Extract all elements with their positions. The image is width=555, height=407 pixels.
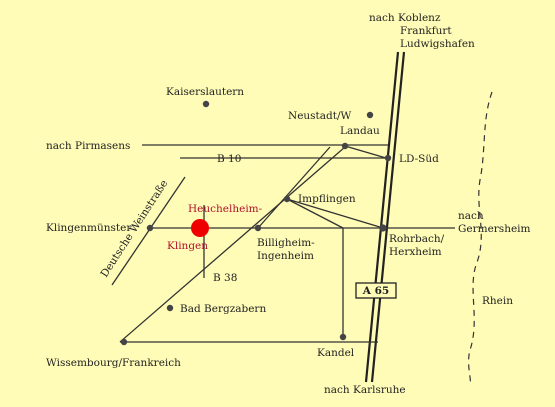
neustadt-dot xyxy=(366,111,374,119)
kandel-dot xyxy=(339,333,347,341)
klingenmuenster-dot xyxy=(146,224,154,232)
label-pirmasens: nach Pirmasens xyxy=(46,140,130,152)
heuchelheim-marker xyxy=(191,219,209,237)
a65-label: A 65 xyxy=(362,285,389,297)
road-impflingen-kandel xyxy=(286,198,344,229)
label-heuchelheim: Heuchelheim- xyxy=(188,203,263,215)
label-frankfurt: Frankfurt xyxy=(400,25,452,37)
label-kaiserslautern: Kaiserslautern xyxy=(166,86,244,98)
label-ingenheim: Ingenheim xyxy=(257,250,314,262)
label-rhein: Rhein xyxy=(482,295,513,307)
label-klingenmuenster: Klingenmünster xyxy=(46,222,132,234)
road-weinstrasse xyxy=(111,176,186,286)
label-b10: B 10 xyxy=(217,153,241,165)
road-landau-southwest xyxy=(119,146,346,343)
kaiserslautern-dot xyxy=(202,100,210,108)
ld-sued-dot xyxy=(384,154,392,162)
billigheim-dot xyxy=(254,224,262,232)
wissembourg-dot xyxy=(120,338,128,346)
label-nach: nach xyxy=(458,210,484,222)
label-germersheim: Germersheim xyxy=(458,223,531,235)
autobahn-a65 xyxy=(364,51,406,383)
bad-bergzabern-dot xyxy=(166,304,174,312)
road-landau-ldsued xyxy=(344,145,387,159)
label-bad-bergzabern: Bad Bergzabern xyxy=(180,303,266,315)
label-impflingen: Impflingen xyxy=(298,193,356,205)
rhein-river xyxy=(467,91,493,386)
label-herxheim: Herxheim xyxy=(389,246,442,258)
label-billigheim: Billigheim- xyxy=(257,237,315,249)
impflingen-dot xyxy=(283,195,291,203)
label-kandel: Kandel xyxy=(317,347,355,359)
road-landau-billigheim xyxy=(257,146,331,229)
label-koblenz: nach Koblenz xyxy=(369,12,441,24)
landau-dot xyxy=(341,142,349,150)
label-karlsruhe: nach Karlsruhe xyxy=(324,384,406,396)
label-klingen: Klingen xyxy=(167,240,208,252)
a65-shield: A 65 xyxy=(355,282,397,299)
rohrbach-dot xyxy=(379,224,387,232)
label-rohrbach: Rohrbach/ xyxy=(389,233,445,245)
road-impflingen-rohrbach xyxy=(286,198,384,229)
label-landau: Landau xyxy=(340,125,380,137)
label-b38: B 38 xyxy=(213,272,237,284)
label-ld-sued: LD-Süd xyxy=(399,153,439,165)
label-wissembourg: Wissembourg/Frankreich xyxy=(46,357,181,369)
label-neustadt: Neustadt/W xyxy=(288,110,352,122)
label-ludwigshafen: Ludwigshafen xyxy=(400,38,475,50)
